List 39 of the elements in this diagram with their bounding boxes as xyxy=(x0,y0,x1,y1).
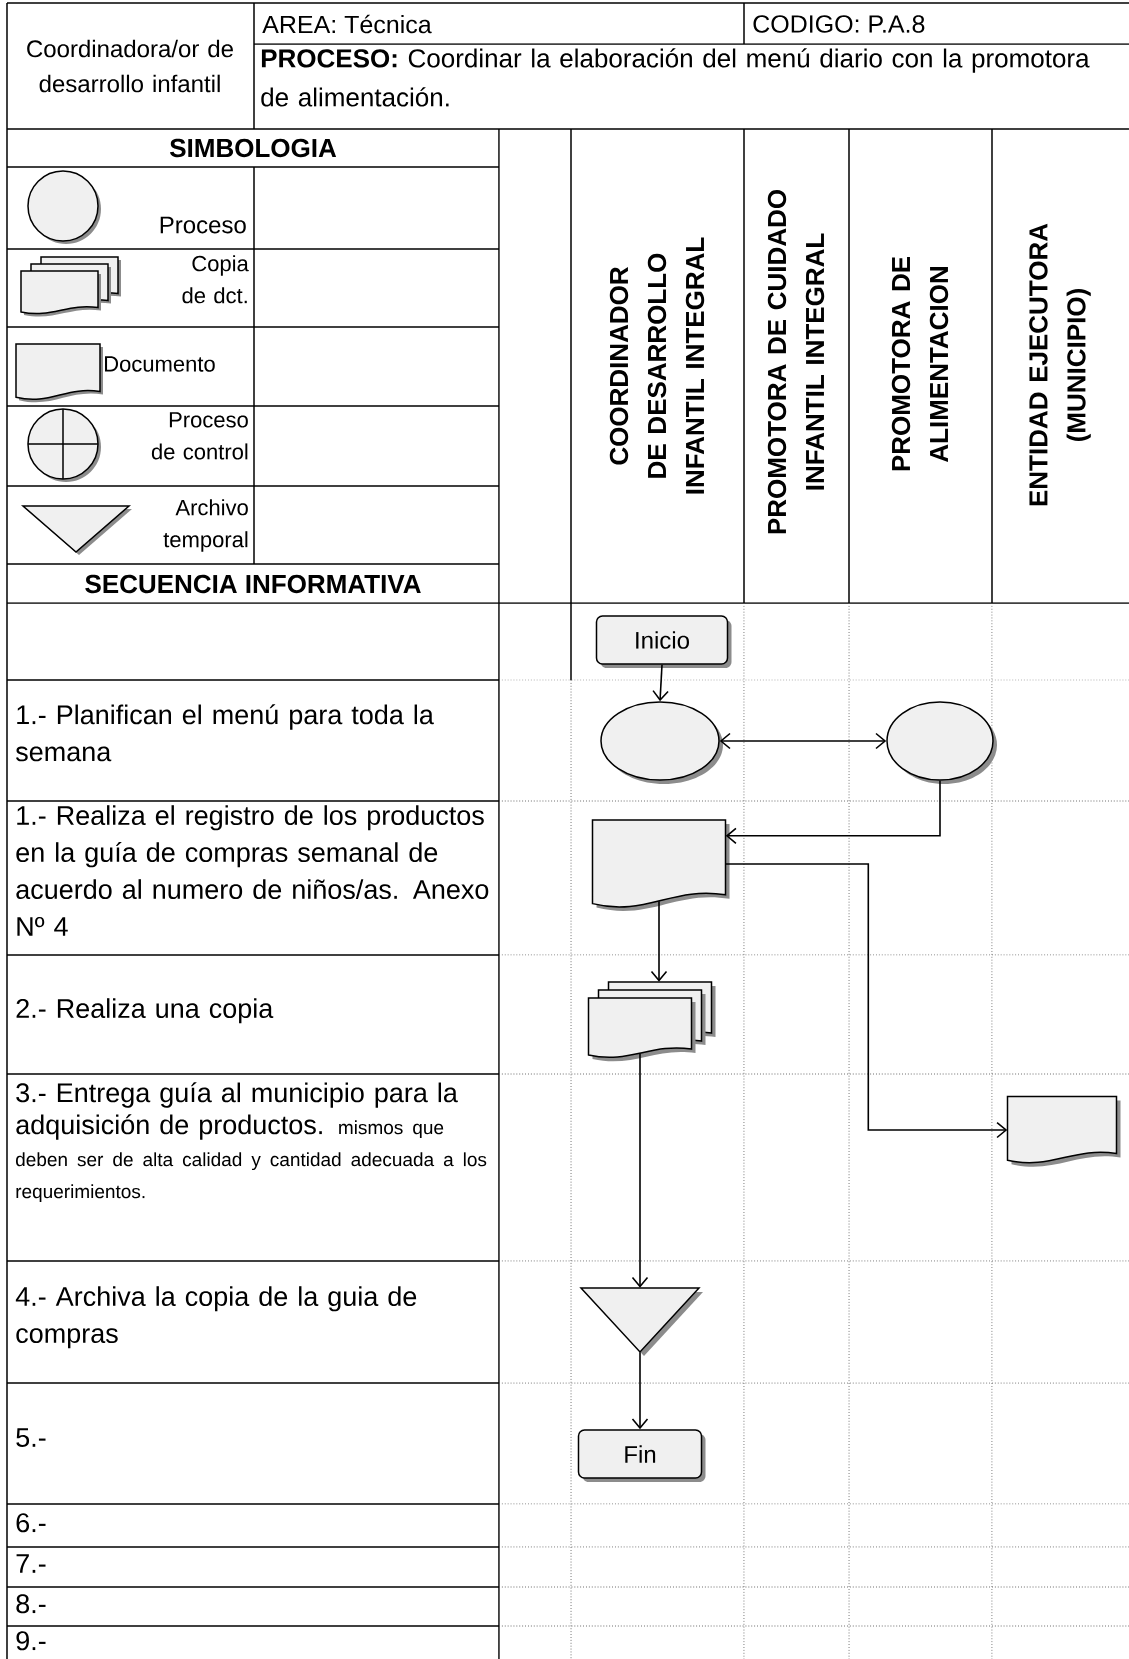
legend-label: Proceso de control xyxy=(151,412,248,460)
arrow xyxy=(650,900,668,982)
terminal-box: Fin xyxy=(577,1429,706,1482)
role-label: Coordinadora/or de desarrollo infantil xyxy=(27,39,233,93)
section-heading: SIMBOLOGIA xyxy=(170,138,337,158)
terminal-box: Inicio xyxy=(595,615,732,668)
process-ellipse xyxy=(886,701,997,784)
step-text: 4.- Archiva la copia de la guia de compras xyxy=(15,1286,417,1349)
arrow xyxy=(631,1052,649,1288)
step-text: 1.- Realiza el registro de los productos en la guía de compras semanal de acuerdo al numero de niños/as. Anexo Nº 4 xyxy=(16,805,489,936)
step-text: 2.- Realiza una copia xyxy=(16,998,274,1024)
legend-label: Proceso xyxy=(160,216,246,234)
step-number: 8.- xyxy=(16,1594,46,1614)
step-text: 3.- Entrega guía al municipio para la adquisición de productos. mismos que deben ser de alta calidad y cantidad adecuada a los requerimientos. xyxy=(16,1082,487,1203)
arrow xyxy=(719,732,887,750)
step-number: 6.- xyxy=(16,1513,46,1533)
lane-heading: PROMOTORA DE ALIMENTACION xyxy=(891,256,949,471)
area-label: AREA: Técnica xyxy=(262,14,432,34)
arrow xyxy=(652,663,669,702)
lane-heading: COORDINADOR DE DESARROLLO INFANTIL INTEGRAL xyxy=(609,237,705,494)
legend-label: Archivo temporal xyxy=(163,499,248,552)
lane-heading: ENTIDAD EJECUTORA (MUNICIPIO) xyxy=(1029,223,1091,506)
step-number: 7.- xyxy=(16,1554,46,1573)
legend-label: Documento xyxy=(105,356,215,372)
arrow xyxy=(631,1351,649,1430)
step-text: 1.- Planifican el menú para toda la semana xyxy=(15,704,434,762)
legend-label: Copia de dct. xyxy=(182,255,249,304)
process-title: PROCESO: Coordinar la elaboración del menú diario con la promotora de alimentación. xyxy=(261,48,1090,107)
document-symbol xyxy=(1006,1095,1121,1167)
step-number: 5.- xyxy=(16,1428,46,1448)
document-symbol xyxy=(591,819,730,911)
section-heading: SECUENCIA INFORMATIVA xyxy=(85,574,421,594)
step-number: 9.- xyxy=(16,1631,46,1651)
lane-heading: PROMOTORA DE CUIDADO INFANTIL INTEGRAL xyxy=(767,190,825,534)
code-label: CODIGO: P.A.8 xyxy=(753,15,925,33)
document-copies-symbol xyxy=(587,981,716,1062)
arrow xyxy=(724,863,1008,1139)
arrow xyxy=(725,779,941,845)
process-ellipse xyxy=(600,701,723,784)
